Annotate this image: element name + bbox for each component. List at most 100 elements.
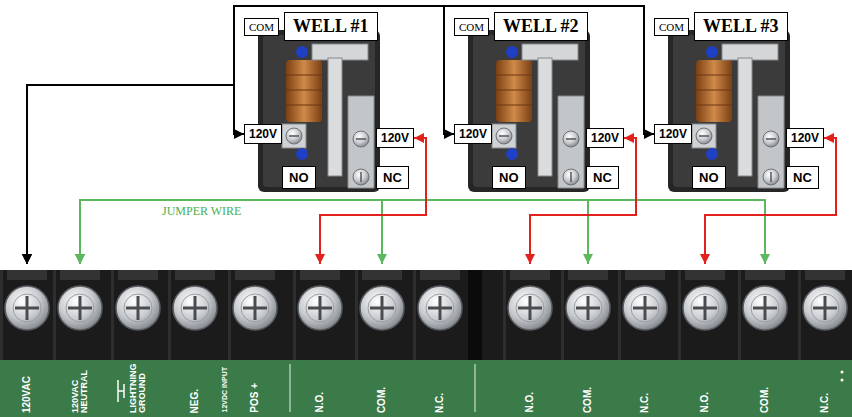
screw-terminal: 120VAC [2, 264, 52, 417]
screw-terminal: N.C. [414, 264, 466, 417]
well-title-box: WELL #3 [694, 12, 788, 41]
terminal-label: N.O. [315, 392, 326, 413]
box-label: COM [459, 21, 484, 33]
screw-terminal: LIGHTNING GROUND [112, 264, 164, 417]
box-label: NC [793, 170, 812, 185]
terminal-screw [111, 270, 165, 362]
terminal-screw [738, 270, 792, 362]
box-label: NO [499, 170, 519, 185]
screw-terminal: COM. [356, 264, 408, 417]
relay-photo [468, 30, 590, 192]
terminal-label: COM. [583, 387, 594, 413]
screw-terminal: N.O. [504, 264, 556, 417]
terminal-voltage-box: 120V [786, 128, 824, 148]
relay-photo [668, 30, 790, 192]
terminal-label: COM. [760, 387, 771, 413]
box-label: COM [249, 21, 274, 33]
wire [80, 200, 588, 264]
terminal-label: LIGHTNING GROUND [129, 359, 148, 413]
wire [80, 200, 765, 264]
terminal-screw [228, 270, 282, 362]
terminal-voltage-box: 120V [454, 124, 492, 144]
box-label: WELL #3 [703, 16, 779, 37]
circuit-board [0, 360, 852, 417]
com-label-box: COM [654, 18, 689, 36]
terminal-screw [168, 270, 222, 362]
terminal-label: 120VAC [22, 376, 33, 413]
block-gap [468, 270, 482, 362]
screw-terminal: N.O. [294, 264, 346, 417]
contact-label-box: NC [786, 166, 819, 189]
box-label: 120V [659, 127, 687, 141]
well-title-box: WELL #2 [494, 12, 588, 41]
terminal-screw [413, 270, 467, 362]
box-label: COM [659, 21, 684, 33]
contact-label-box: NO [492, 166, 526, 189]
screw-terminal: POS + [233, 264, 277, 417]
board-marking [290, 364, 291, 412]
terminal-label: N.O. [700, 392, 711, 413]
screw-terminal: N.C. [799, 264, 851, 417]
terminal-screw [0, 270, 54, 362]
wire [320, 138, 426, 264]
relay-photo [258, 30, 380, 192]
terminal-screw [293, 270, 347, 362]
wire-label: JUMPER WIRE [160, 204, 243, 219]
screw-terminal: N.O. [679, 264, 731, 417]
box-label: 120V [591, 131, 619, 145]
terminal-label: NEG. [190, 389, 201, 413]
box-label: 120V [791, 131, 819, 145]
screw-terminal: COM. [739, 264, 791, 417]
ground-symbol [118, 380, 124, 402]
box-label: NC [383, 170, 402, 185]
screw-terminal: 120VAC NEUTRAL [54, 264, 106, 417]
terminal-screw [355, 270, 409, 362]
com-label-box: COM [454, 18, 489, 36]
box-label: WELL #2 [503, 16, 579, 37]
board-label-holder: 12VDC INPUT [217, 360, 233, 417]
terminal-label: 120VAC NEUTRAL [71, 359, 90, 413]
board-dot [841, 371, 844, 374]
board-marking [475, 364, 476, 412]
box-label: 120V [249, 127, 277, 141]
wire [27, 6, 454, 264]
terminal-label: N.C. [820, 393, 831, 413]
contact-label-box: NC [376, 166, 409, 189]
terminal-label: N.O. [525, 392, 536, 413]
terminal-screw [503, 270, 557, 362]
wire [705, 138, 836, 264]
terminal-voltage-box: 120V [244, 124, 282, 144]
wire [80, 200, 382, 264]
box-label: 120V [459, 127, 487, 141]
terminal-screw [798, 270, 852, 362]
terminal-label: COM. [377, 387, 388, 413]
contact-label-box: NO [282, 166, 316, 189]
terminal-label: N.C. [435, 393, 446, 413]
well-title-box: WELL #1 [284, 12, 378, 41]
box-label: NC [593, 170, 612, 185]
terminal-screw [618, 270, 672, 362]
screw-terminal: COM. [562, 264, 614, 417]
terminal-label: N.C. [640, 393, 651, 413]
box-label: 120V [381, 131, 409, 145]
terminal-screw [53, 270, 107, 362]
screw-terminal: N.C. [619, 264, 671, 417]
terminal-strip [0, 270, 852, 417]
terminal-voltage-box: 120V [654, 124, 692, 144]
contact-label-box: NC [586, 166, 619, 189]
wire [530, 138, 636, 264]
terminal-voltage-box: 120V [376, 128, 414, 148]
relay-photos [258, 30, 790, 192]
terminal-label: POS + [250, 383, 261, 413]
com-label-box: COM [244, 18, 279, 36]
box-label: NO [699, 170, 719, 185]
board-label: 12VDC INPUT [221, 367, 228, 413]
wire [27, 85, 244, 264]
terminal-block [0, 270, 852, 362]
screw-terminal: NEG. [173, 264, 217, 417]
contact-label-box: NO [692, 166, 726, 189]
board-dot [841, 379, 844, 382]
